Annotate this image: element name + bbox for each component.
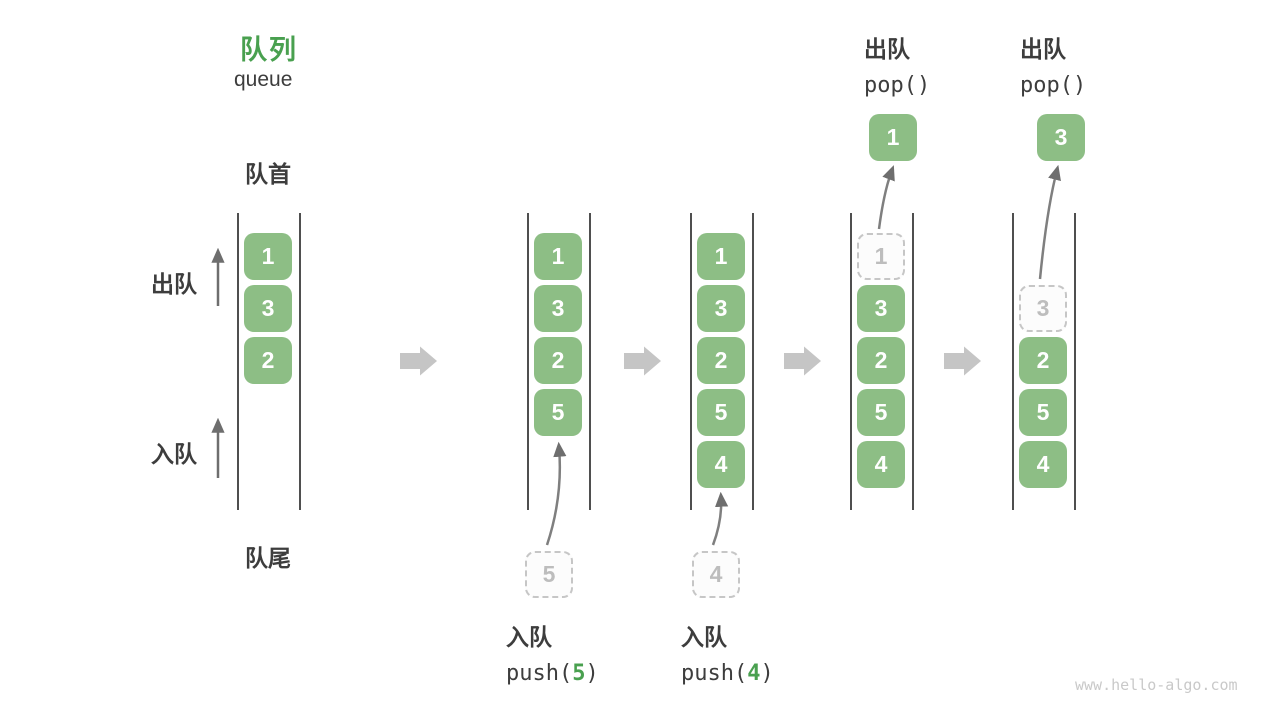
pop-first-code: pop() xyxy=(864,73,931,98)
push5-code: push(5) xyxy=(506,661,599,686)
pending-enqueue-cell: 4 xyxy=(692,551,740,598)
dequeue-label: 出队 xyxy=(864,36,910,62)
dequeue-side-label: 出队 xyxy=(151,271,197,297)
enqueue-label: 入队 xyxy=(681,624,727,650)
queue-cell: 4 xyxy=(857,441,905,488)
queue-cell: 4 xyxy=(697,441,745,488)
dequeue-1-arrow-icon xyxy=(877,165,895,230)
push4-operation-label: 入队 push(4) xyxy=(681,618,774,686)
push5-operation-label: 入队 push(5) xyxy=(506,618,599,686)
queue-container-line xyxy=(299,213,301,510)
code-text: push( xyxy=(506,661,573,686)
queue-container-line xyxy=(527,213,529,510)
push4-arg: 4 xyxy=(747,661,761,686)
queue-cell: 3 xyxy=(857,285,905,332)
popped-cell: 1 xyxy=(869,114,917,161)
dequeue-label: 出队 xyxy=(1020,36,1066,62)
queue-cell: 1 xyxy=(697,233,745,280)
queue-cell: 5 xyxy=(1019,389,1067,436)
queue-cell: 5 xyxy=(697,389,745,436)
queue-cell: 2 xyxy=(534,337,582,384)
queue-cell: 2 xyxy=(857,337,905,384)
queue-container-line xyxy=(1074,213,1076,510)
queue-cell: 5 xyxy=(534,389,582,436)
step-arrow-icon xyxy=(944,346,981,376)
queue-container-line xyxy=(850,213,852,510)
queue-container-line xyxy=(690,213,692,510)
pop-first-operation-label: 出队 pop() xyxy=(864,30,930,98)
queue-container-line xyxy=(237,213,239,510)
queue-cell: 3 xyxy=(697,285,745,332)
enqueue-4-arrow-icon xyxy=(711,491,729,546)
queue-cell: 3 xyxy=(534,285,582,332)
queue-cell: 3 xyxy=(244,285,292,332)
pending-enqueue-cell: 5 xyxy=(525,551,573,598)
queue-container-line xyxy=(1012,213,1014,510)
step-arrow-icon xyxy=(784,346,821,376)
step-arrow-icon xyxy=(624,346,661,376)
code-text: push( xyxy=(681,661,748,686)
queue-container-line xyxy=(912,213,914,510)
popped-cell: 3 xyxy=(1037,114,1085,161)
queue-cell: 2 xyxy=(1019,337,1067,384)
enqueue-5-arrow-icon xyxy=(545,441,567,546)
queue-front-label: 队首 xyxy=(245,161,291,187)
queue-rear-label: 队尾 xyxy=(245,545,291,571)
queue-cell: 4 xyxy=(1019,441,1067,488)
queue-cell-ghost: 3 xyxy=(1019,285,1067,332)
pop-second-code: pop() xyxy=(1020,73,1087,98)
queue-container-line xyxy=(752,213,754,510)
step-arrow-icon xyxy=(400,346,437,376)
queue-cell: 1 xyxy=(244,233,292,280)
pop-second-operation-label: 出队 pop() xyxy=(1020,30,1086,98)
queue-cell: 5 xyxy=(857,389,905,436)
page-subtitle: queue xyxy=(234,68,293,91)
dequeue-3-arrow-icon xyxy=(1038,164,1061,280)
push4-code: push(4) xyxy=(681,661,774,686)
code-text: ) xyxy=(760,661,774,686)
page-title: 队列 xyxy=(240,35,298,65)
code-text: ) xyxy=(585,661,599,686)
watermark: www.hello-algo.com xyxy=(1075,676,1238,694)
enqueue-label: 入队 xyxy=(506,624,552,650)
queue-cell: 1 xyxy=(534,233,582,280)
queue-cell: 2 xyxy=(244,337,292,384)
queue-container-line xyxy=(589,213,591,510)
enqueue-side-label: 入队 xyxy=(151,441,197,467)
push5-arg: 5 xyxy=(572,661,586,686)
queue-cell: 2 xyxy=(697,337,745,384)
queue-cell-ghost: 1 xyxy=(857,233,905,280)
